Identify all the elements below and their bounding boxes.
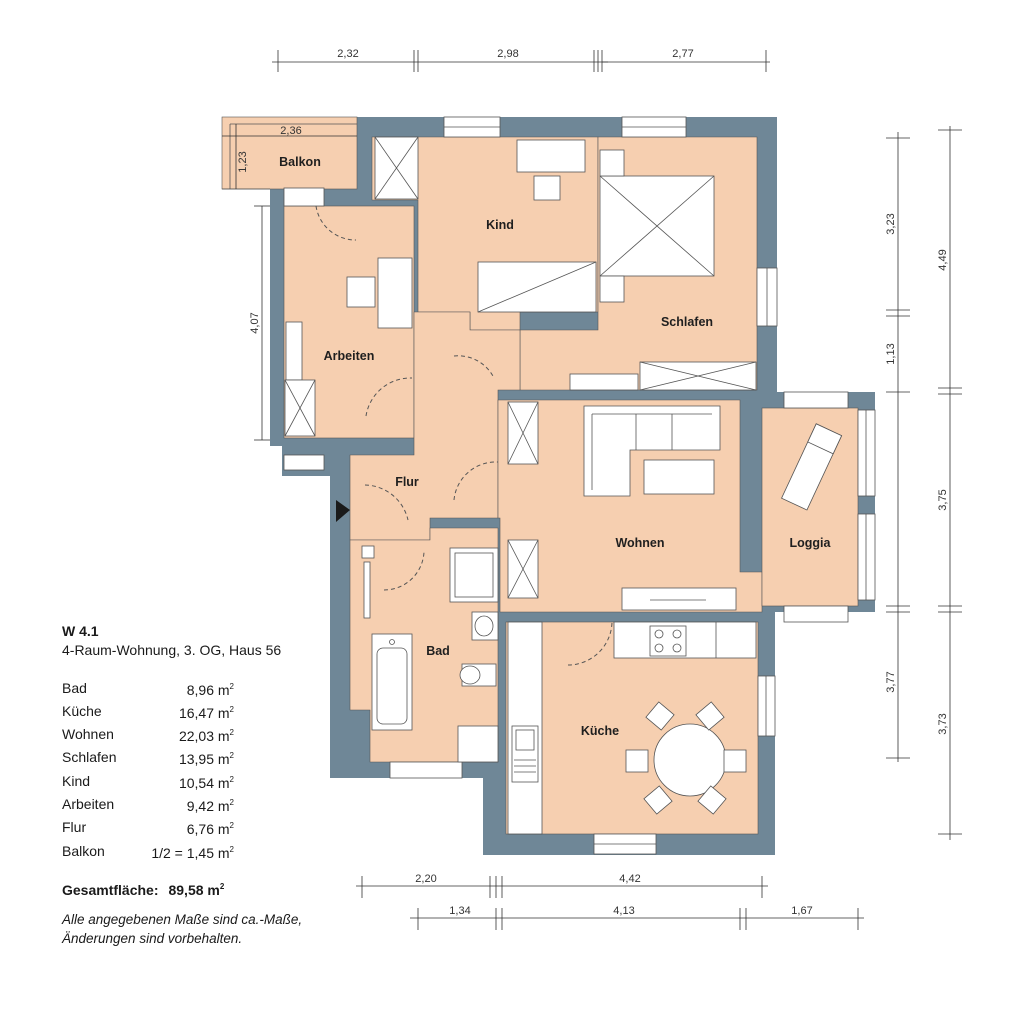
dim-right-outer-3: 3,73: [937, 713, 949, 734]
area-legend: W 4.1 4-Raum-Wohnung, 3. OG, Haus 56 Bad…: [62, 622, 362, 948]
coffee-table: [643, 459, 715, 495]
room-balkon-label: Balkon: [279, 155, 321, 169]
nightstand-schlafen: [599, 149, 625, 177]
dim-right-inner-2: 1,13: [885, 343, 897, 364]
room-arbeiten-label: Arbeiten: [324, 349, 375, 363]
furniture: [284, 136, 843, 835]
dim-top-2: 2,98: [497, 48, 518, 60]
dresser-schlafen: [569, 373, 639, 391]
wohnen-floor: [497, 399, 763, 613]
entrance-arrow-icon: [336, 500, 350, 522]
small-basin: [361, 545, 375, 559]
balkon-floor: [221, 116, 358, 190]
dim-left: 4,07: [249, 312, 261, 333]
dim-top-3: 2,77: [672, 48, 693, 60]
dim-balcony-width: 2,36: [280, 125, 301, 137]
room-bad-label: Bad: [426, 644, 450, 658]
dim-bottom-2-3: 1,67: [791, 905, 812, 917]
room-kind-label: Kind: [486, 218, 514, 232]
shelf-arbeiten: [285, 321, 303, 381]
dining-table: [653, 723, 727, 797]
sofa: [583, 405, 721, 497]
room-labels: Balkon Kind Schlafen Arbeiten Flur Wohne…: [279, 155, 831, 738]
door-arcs: [315, 205, 613, 666]
dim-right-outer-2: 3,75: [937, 489, 949, 510]
dim-bottom-1-2: 4,42: [619, 873, 640, 885]
dim-bottom-2-2: 4,13: [613, 905, 634, 917]
room-loggia-label: Loggia: [790, 536, 832, 550]
dim-bottom-1-1: 2,20: [415, 873, 436, 885]
chair-kind: [533, 175, 561, 201]
total-area-label: Gesamtfläche:: [62, 881, 159, 898]
dimension-lines: [222, 50, 962, 930]
dim-top-1: 2,32: [337, 48, 358, 60]
total-area: Gesamtfläche: 89,58 m2: [62, 877, 362, 900]
dim-bottom-2-1: 1,34: [449, 905, 470, 917]
chair-arbeiten: [346, 276, 376, 308]
room-schlafen-label: Schlafen: [661, 315, 713, 329]
lounger: [781, 423, 843, 511]
dim-right-outer-1: 4,49: [937, 249, 949, 270]
apartment-subtitle: 4-Raum-Wohnung, 3. OG, Haus 56: [62, 642, 282, 659]
room-wohnen-label: Wohnen: [615, 536, 664, 550]
windows: [283, 116, 876, 855]
dim-balcony-depth: 1,23: [237, 151, 249, 172]
nightstand-schlafen-2: [599, 275, 625, 303]
disclaimer-note: Alle angegebenen Maße sind ca.-Maße, Änd…: [62, 912, 303, 947]
washing-machine: [457, 725, 499, 763]
cooktop: [649, 625, 687, 657]
total-area-value: 89,58 m2: [168, 881, 225, 898]
desk-arbeiten: [377, 257, 413, 329]
apartment-title: W 4.1: [62, 623, 99, 639]
tv-board: [621, 587, 737, 611]
desk-kind: [516, 139, 586, 173]
room-flur-label: Flur: [395, 475, 419, 489]
heater-bad: [363, 561, 371, 619]
dim-right-inner-3: 3,77: [885, 671, 897, 692]
dimension-labels: 2,32 2,98 2,77 2,36 1,23 4,07 3,23 1,13 …: [237, 48, 949, 917]
room-kueche-label: Küche: [581, 724, 619, 738]
dim-right-inner-1: 3,23: [885, 213, 897, 234]
